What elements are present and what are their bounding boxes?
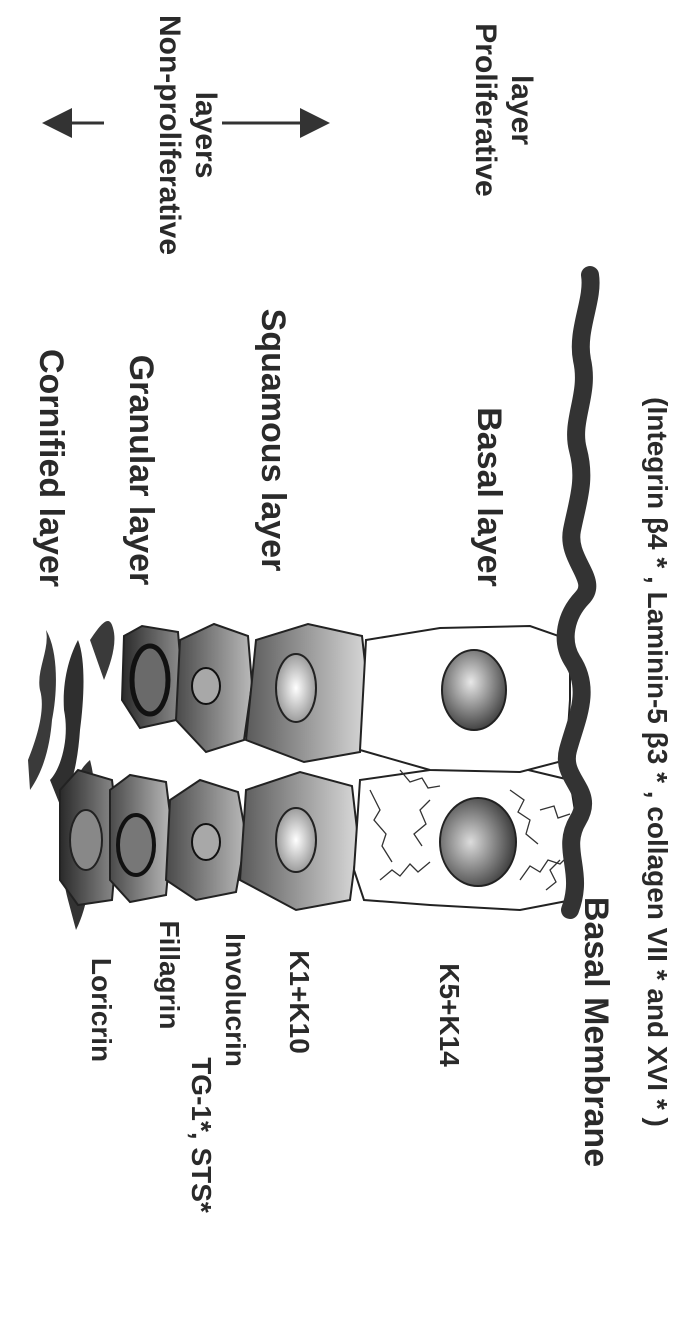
non-proliferative-label: Non-proliferative (153, 15, 186, 255)
basal-membrane-title: Basal Membrane (577, 897, 615, 1167)
spinous-cells (166, 624, 252, 900)
squamous-layer-label: Squamous layer (254, 309, 292, 572)
proliferative-arrow (222, 108, 330, 138)
marker-k5k14: K5+K14 (434, 963, 465, 1067)
granular-layer-label: Granular layer (122, 355, 160, 586)
basal-layer-label: Basal layer (470, 407, 508, 587)
marker-loricrin: Loricrin (86, 958, 117, 1062)
non-proliferative-arrow (42, 108, 104, 138)
basal-cells (354, 626, 578, 910)
marker-involucrin: Involucrin (220, 933, 251, 1067)
proliferative-label: Proliferative (469, 23, 502, 196)
marker-k1k10: K1+K10 (284, 950, 315, 1054)
marker-tg-sts: TG-1*, STS* (186, 1057, 217, 1213)
basal-membrane-components: (Integrin β4 * , Laminin-5 β3 * , collag… (642, 397, 673, 1127)
cornified-layer-label: Cornified layer (32, 349, 70, 587)
proliferative-label-2: layer (505, 75, 538, 145)
marker-fillagrin: Fillagrin (154, 921, 185, 1030)
squamous-cells (240, 624, 368, 910)
basal-nucleus (440, 798, 516, 886)
basal-nucleus (442, 650, 506, 730)
non-proliferative-label-2: layers (189, 92, 222, 179)
nucleus (70, 810, 102, 870)
